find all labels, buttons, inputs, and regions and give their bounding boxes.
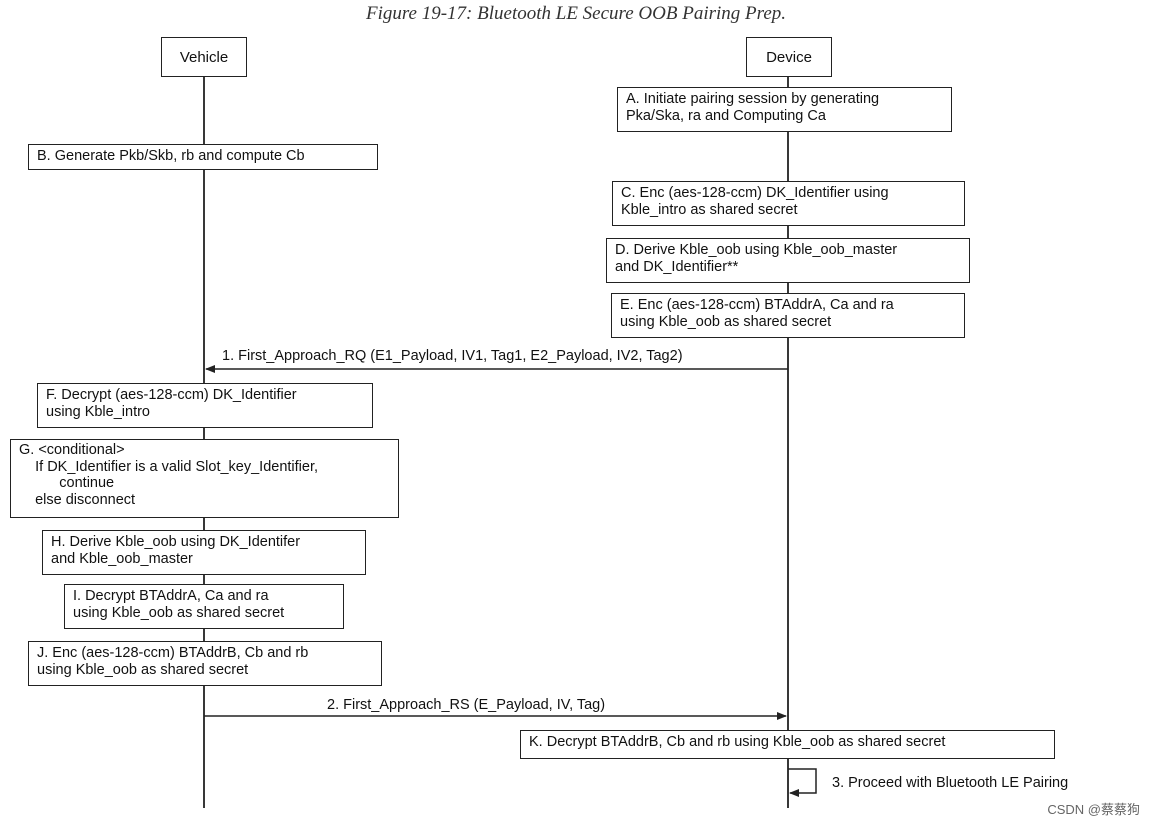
step-a: A. Initiate pairing session by generatin… — [617, 87, 952, 132]
step-d: D. Derive Kble_oob using Kble_oob_master… — [606, 238, 970, 283]
step-c: C. Enc (aes-128-ccm) DK_Identifier using… — [612, 181, 965, 226]
actor-vehicle: Vehicle — [161, 37, 247, 77]
step-i: I. Decrypt BTAddrA, Ca and ra using Kble… — [64, 584, 344, 629]
step-e: E. Enc (aes-128-ccm) BTAddrA, Ca and ra … — [611, 293, 965, 338]
step-f: F. Decrypt (aes-128-ccm) DK_Identifier u… — [37, 383, 373, 428]
message-3-label: 3. Proceed with Bluetooth LE Pairing — [832, 775, 1069, 791]
message-2-label: 2. First_Approach_RS (E_Payload, IV, Tag… — [327, 697, 606, 713]
step-h: H. Derive Kble_oob using DK_Identifer an… — [42, 530, 366, 575]
figure-title: Figure 19-17: Bluetooth LE Secure OOB Pa… — [365, 3, 787, 24]
message-3-self-arrow — [788, 768, 817, 797]
message-1-label: 1. First_Approach_RQ (E1_Payload, IV1, T… — [222, 348, 683, 364]
actor-device: Device — [746, 37, 832, 77]
watermark: CSDN @蔡蔡狗 — [1047, 802, 1140, 817]
step-g: G. <conditional> If DK_Identifier is a v… — [10, 439, 399, 518]
step-k: K. Decrypt BTAddrB, Cb and rb using Kble… — [520, 730, 1055, 759]
step-b: B. Generate Pkb/Skb, rb and compute Cb — [28, 144, 378, 170]
step-j: J. Enc (aes-128-ccm) BTAddrB, Cb and rb … — [28, 641, 382, 686]
